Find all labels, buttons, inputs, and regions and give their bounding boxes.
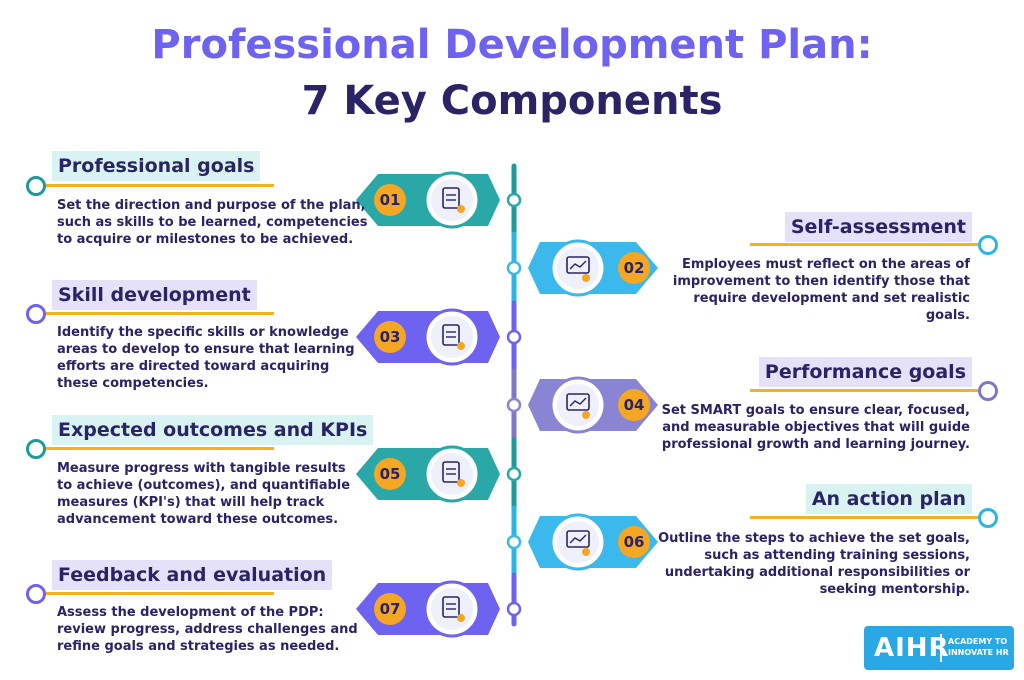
icon-glyph-line — [569, 397, 587, 407]
component-description-06: Outline the steps to achieve the set goa… — [658, 531, 970, 597]
component-ring-01 — [26, 176, 46, 196]
icon-glyph — [442, 187, 460, 209]
number-circle — [618, 526, 650, 558]
component-description-01: Set the direction and purpose of the pla… — [57, 198, 368, 247]
component-number: 03 — [380, 328, 401, 346]
timeline-node — [506, 397, 522, 413]
timeline-node — [506, 260, 522, 276]
component-ring-05 — [26, 439, 46, 459]
component-ring-02 — [978, 235, 998, 255]
component-heading-02: Self-assessment — [784, 212, 972, 242]
monitor-person-icon — [557, 247, 599, 289]
component-heading-06: An action plan — [805, 484, 972, 514]
component-number: 02 — [624, 259, 645, 277]
number-circle — [374, 184, 406, 216]
component-rule-07 — [46, 592, 274, 595]
component-number: 01 — [380, 191, 401, 209]
component-ring-06 — [978, 508, 998, 528]
component-rule-03 — [46, 312, 274, 315]
presentation-gear-icon — [557, 521, 599, 563]
component-number: 04 — [624, 396, 645, 414]
number-circle — [374, 593, 406, 625]
number-circle — [374, 458, 406, 490]
board-chart-icon — [557, 384, 599, 426]
icon-glyph — [566, 393, 590, 411]
icon-glyph-dot — [582, 548, 590, 556]
number-circle — [618, 389, 650, 421]
icon-glyph-dot — [457, 479, 465, 487]
logo-divider — [940, 634, 942, 662]
component-rule-06 — [750, 516, 978, 519]
icon-glyph-dot — [582, 274, 590, 282]
page-title: Professional Development Plan: — [151, 22, 873, 68]
component-ring-07 — [26, 584, 46, 604]
icon-glyph-dot — [457, 205, 465, 213]
icon-glyph — [442, 596, 460, 618]
icon-glyph — [566, 530, 590, 548]
component-ring-03 — [26, 304, 46, 324]
number-circle — [374, 321, 406, 353]
component-heading-07: Feedback and evaluation — [52, 560, 333, 590]
icon-glyph-line — [569, 534, 587, 544]
page-subtitle: 7 Key Components — [301, 78, 723, 124]
component-rule-04 — [750, 389, 978, 392]
icon-glyph — [566, 256, 590, 274]
component-heading-04: Performance goals — [758, 357, 972, 387]
timeline-node — [506, 534, 522, 550]
timeline-node — [506, 601, 522, 617]
component-description-04: Set SMART goals to ensure clear, focused… — [661, 403, 970, 452]
component-heading-05: Expected outcomes and KPIs — [52, 415, 374, 445]
component-ring-04 — [978, 381, 998, 401]
icon-glyph — [442, 461, 460, 483]
timeline-node — [506, 192, 522, 208]
logo-wordmark: AIHR — [874, 633, 950, 663]
component-rule-01 — [46, 184, 274, 187]
icon-glyph-dot — [582, 411, 590, 419]
number-circle — [618, 252, 650, 284]
icon-glyph-dot — [457, 342, 465, 350]
component-heading-03: Skill development — [52, 280, 257, 310]
timeline-node — [506, 329, 522, 345]
component-number: 05 — [380, 465, 401, 483]
icon-glyph-dot — [457, 614, 465, 622]
component-rule-05 — [46, 447, 274, 450]
icon-glyph-line — [569, 260, 587, 270]
component-number: 06 — [624, 533, 645, 551]
component-rule-02 — [750, 243, 978, 246]
component-number: 07 — [380, 600, 401, 618]
component-heading-01: Professional goals — [52, 151, 261, 181]
timeline-node — [506, 466, 522, 482]
component-description-03: Identify the specific skills or knowledg… — [57, 325, 355, 391]
icon-glyph — [442, 324, 460, 346]
component-description-07: Assess the development of the PDP:review… — [57, 605, 358, 654]
